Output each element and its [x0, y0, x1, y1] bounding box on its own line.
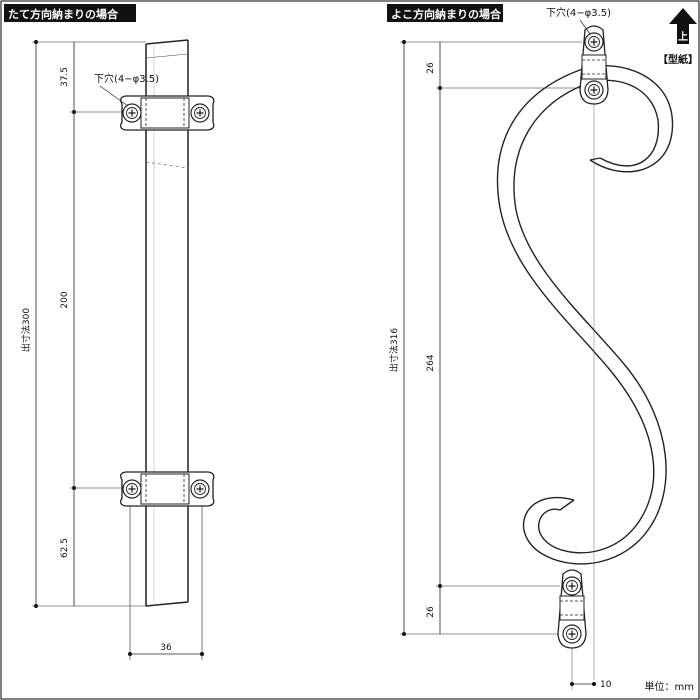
left-dim-bottom: 62.5 [60, 538, 70, 558]
left-handle-bar [145, 39, 189, 607]
template-label: 【型紙】 [658, 53, 698, 66]
screw-icon [190, 479, 210, 499]
right-dim-total: 出寸法316 [388, 328, 400, 372]
right-title: よこ方向納まりの場合 [391, 7, 502, 21]
screw-icon [122, 103, 142, 123]
right-title-bar [387, 4, 503, 22]
up-arrow-icon [669, 8, 697, 44]
left-hole-label: 下穴(4−φ3.5) [94, 72, 159, 85]
up-char: 上 [678, 30, 688, 43]
left-dim-width: 36 [160, 643, 172, 653]
up-direction-mark: 上 【型紙】 [658, 8, 698, 66]
right-panel: よこ方向納まりの場合 出寸法316 26 264 26 [387, 4, 674, 690]
right-dim-top: 26 [426, 62, 436, 74]
left-panel: たて方向納まりの場合 出寸法300 37.5 200 62.5 [4, 4, 215, 660]
left-title: たて方向納まりの場合 [8, 7, 119, 21]
screw-icon [584, 80, 604, 100]
right-bottom-bracket [557, 569, 587, 649]
left-top-bracket [120, 95, 215, 131]
screw-icon [122, 479, 142, 499]
right-dim-bottom: 26 [426, 606, 436, 618]
right-dim-offset: 10 [600, 680, 612, 690]
left-dim-total: 出寸法300 [20, 308, 32, 352]
left-bottom-bracket [120, 471, 215, 507]
s-handle [496, 64, 674, 565]
screw-icon [562, 624, 582, 644]
screw-icon [562, 576, 582, 596]
right-hole-label: 下穴(4−φ3.5) [546, 6, 611, 19]
unit-note: 単位：mm [645, 680, 694, 693]
left-dim-mid: 200 [60, 291, 70, 308]
left-dim-top: 37.5 [60, 67, 70, 87]
right-dim-mid: 264 [426, 354, 436, 371]
right-top-bracket [579, 25, 609, 105]
left-title-bar [4, 4, 136, 22]
screw-icon [584, 32, 604, 52]
screw-icon [190, 103, 210, 123]
